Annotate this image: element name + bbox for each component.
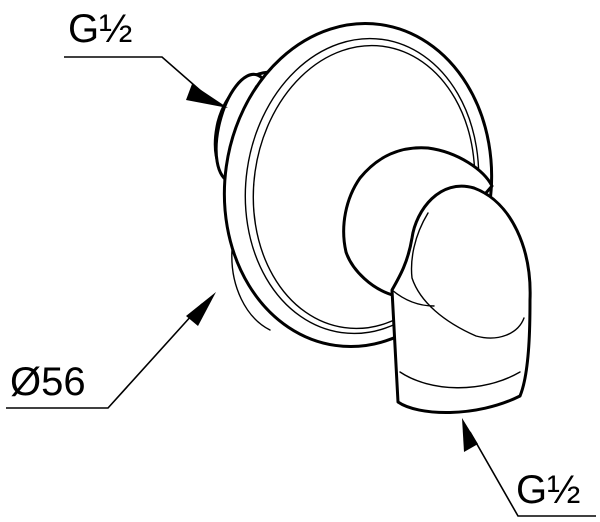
- top-thread-label: G½: [68, 7, 133, 51]
- diameter-label: Ø56: [10, 360, 86, 404]
- top-thread-leader: [64, 56, 228, 108]
- diameter-leader: [6, 292, 216, 409]
- elbow-body: [342, 146, 532, 414]
- bottom-thread-label: G½: [516, 468, 581, 512]
- bottom-thread-leader: [462, 418, 596, 517]
